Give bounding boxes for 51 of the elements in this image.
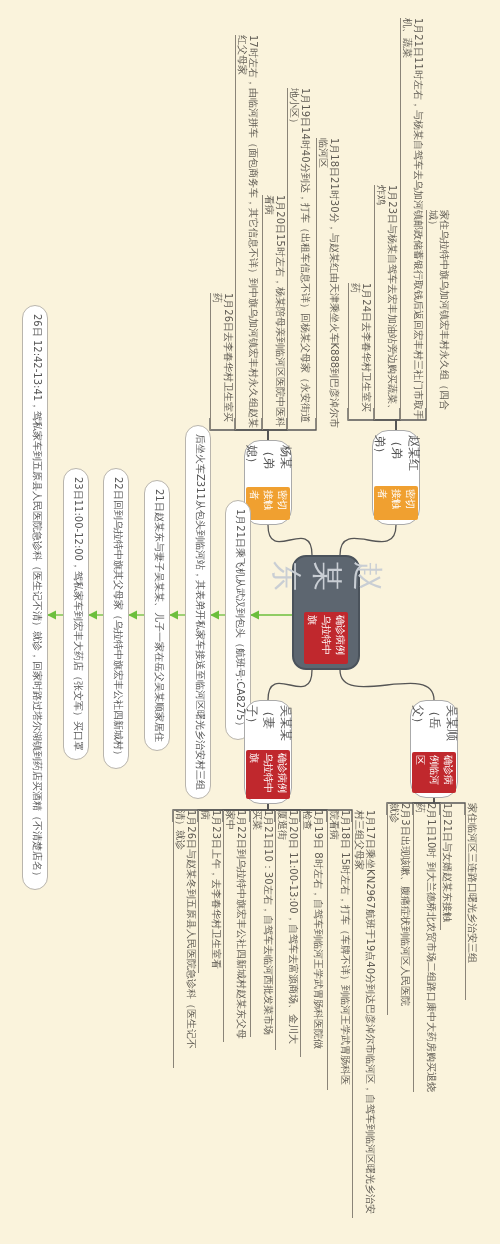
connector-line	[339, 524, 397, 556]
timeline-note: 家住乌拉特中旗乌加河镇宏丰村永久组（四合城）	[426, 210, 450, 420]
timeline-note: 2月3日出现咳嗽、腹痛症状到临河区人民医院就诊	[387, 803, 411, 1015]
timeline-note: 1月21日10：30左右，自驾车去临河西批发菜市场买菜	[250, 810, 274, 1037]
timeline-note: 家住临河区三连路口曙光乡治安三组	[465, 803, 478, 1000]
event-box: 21日赵某东与妻子吴某某、儿子一家在岳父吴某顺家居住	[144, 480, 170, 751]
timeline-note: 1月18日 15时左右，打车（车牌不详）到临河王学武胃肠科医院看病	[327, 810, 351, 1090]
status-tag: 确诊病例临河区	[412, 751, 456, 793]
connector-line	[347, 407, 397, 431]
status-tag: 确诊病例乌拉特中旗	[246, 749, 290, 799]
connector-line	[339, 669, 435, 701]
timeline-note: 1月23日上午，去李春华村卫生室看病	[198, 810, 222, 973]
status-tag: 密切接触者	[246, 487, 290, 520]
timeline-note: 17时左右，由临河拼车（面包商务车，其它信息不详）到中旗乌加河镇宏丰村永久组赵某红父母家	[235, 35, 259, 430]
timeline-note: 1月17日乘坐KN2967航班于19点40分到达巴彦淖尔市临河区，自驾车到临河区曙光乡治安村三组父母家	[352, 810, 376, 1218]
timeline-note: 1月20日15时左右，杨某陪母亲到临河区医院中医科看病	[262, 195, 286, 430]
event-box: 22日回到乌拉特中旗其父母家（乌拉特中旗宏丰公社四新城村）	[103, 468, 129, 769]
connector-line	[267, 524, 313, 556]
timeline-note: 1月26日去李春华村卫生室买药	[210, 293, 234, 430]
person-name: 赵某红（弟弟）	[371, 435, 422, 473]
timeline-note: 1月18日21时30分，与赵某红由天津乘坐火车K888到巴彦淖尔市临河区	[316, 138, 340, 430]
timeline-note: 1月26日与赵某冬到五原县人民医院急诊科（医生记不清）就诊	[173, 810, 197, 1068]
arrow	[128, 610, 145, 620]
person-box	[244, 700, 292, 804]
event-box: 后坐火车Z311从包头到临河站，其表弟开私家车接送至临河区曙光乡治安村三组	[185, 425, 211, 799]
connector-line	[267, 669, 313, 701]
arrow	[250, 610, 293, 620]
event-box: 23日11:00-12:00，驾私家车到宏丰大药店（张文军）买口罩	[63, 468, 89, 760]
timeline-note: 1月19日 8时左右，自驾车到临河王学武胃肠科医院做检查	[300, 810, 324, 1057]
timeline-note: 1月24日去李春华村卫生室买药	[348, 283, 372, 420]
timeline-note: 2月1日10时 到大兰德桥北农贸市场二组路口康中大药房购买退烧药	[413, 803, 437, 1092]
event-box: 26日 12:42-13:41，驾私家车到五原县人民医院急诊科（医生记不清）就诊，回家时路过塔尔湖镇到药店买酒精（不清楚店名）	[22, 305, 48, 891]
person-box	[244, 440, 292, 525]
person-box	[372, 430, 420, 525]
timeline-note: 1月20日 11:00-13:00，自驾车去富源商场、金川大厦逛街	[275, 810, 299, 1050]
person-box	[410, 700, 458, 798]
person-name: 赵某东	[267, 561, 387, 593]
connector-line	[209, 417, 269, 441]
person-name: 吴某顺（岳父）	[409, 705, 460, 743]
arrow	[88, 610, 104, 620]
status-tag: 密切接触者	[374, 486, 418, 520]
timeline-note: 1月19日14时40分到达，打车（出租车信息不详）回杨某父母家（永安街道地小区）	[287, 88, 311, 430]
arrow	[210, 610, 226, 620]
timeline-note: 1月23日与杨某自驾车去宏丰加油站旁边购买蔬菜、炸鸡	[374, 185, 398, 420]
timeline-note: 1月21日11时左右，与杨某自驾车去乌加河镇邮政储蓄银行取钱后返回宏丰村三社门市取手机、蔬菜	[400, 18, 424, 420]
timeline-note: 1月22日到乌拉特中旗宏丰公社四新城村赵某东父母家中	[223, 810, 247, 1042]
person-name: 杨某（弟媳）	[243, 445, 294, 471]
arrow	[169, 610, 186, 620]
timeline-note: 1月21日与女婿赵某东接触	[440, 803, 453, 930]
arrow	[47, 610, 64, 620]
status-tag: 确诊病例乌拉特中旗	[304, 611, 348, 664]
